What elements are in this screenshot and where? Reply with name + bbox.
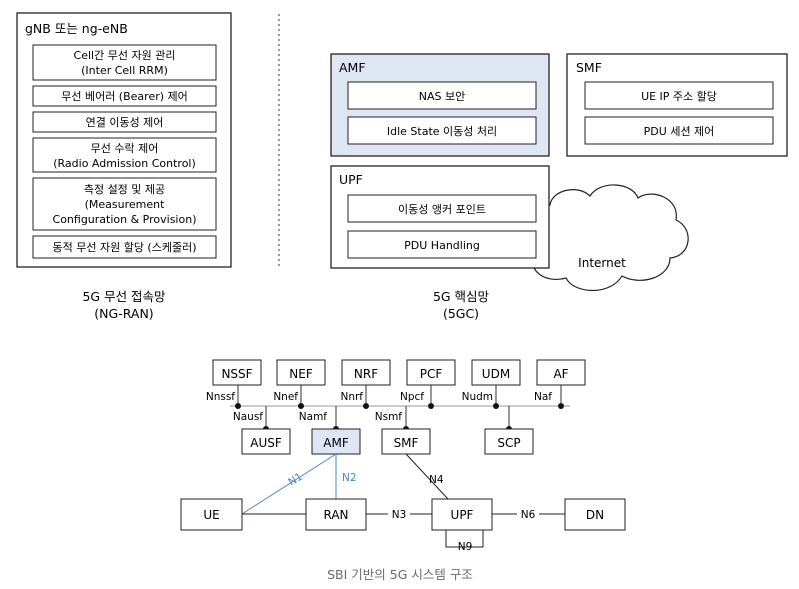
ran-function-3: 연결 이동성 제어 xyxy=(32,111,217,133)
nf-label: AF xyxy=(553,367,568,381)
ran-caption-line-2: (NG-RAN) xyxy=(94,306,153,321)
node-label: UE xyxy=(203,508,219,522)
ran-function-label: Configuration & Provision) xyxy=(53,213,197,226)
amf-function-idle-mobility: Idle State 이동성 처리 xyxy=(347,116,537,145)
n1-line xyxy=(241,453,337,515)
top-nf-connectors xyxy=(237,385,562,406)
amf-function-label: Idle State 이동성 처리 xyxy=(387,125,497,138)
upf-function-label: PDU Handling xyxy=(404,239,480,252)
node-ue: UE xyxy=(180,498,243,531)
n4-label: N4 xyxy=(429,474,444,486)
ran-function-label: (Radio Admission Control) xyxy=(53,157,196,170)
nf-scp: SCP xyxy=(484,428,534,455)
upf-function-pdu-handling: PDU Handling xyxy=(347,230,537,259)
n9-label: N9 xyxy=(458,541,473,553)
nf-label: NRF xyxy=(354,367,378,381)
figure-caption: SBI 기반의 5G 시스템 구조 xyxy=(327,567,473,582)
ran-function-label: 측정 설정 및 제공 xyxy=(84,183,165,196)
n4-line xyxy=(405,453,449,500)
ran-function-4: 무선 수락 제어 (Radio Admission Control) xyxy=(32,137,217,173)
ran-function-label: 무선 수락 제어 xyxy=(91,142,159,155)
interface-label: Nausf xyxy=(233,411,263,423)
top-connector-dots xyxy=(235,403,564,409)
nf-label: NSSF xyxy=(221,367,252,381)
n1-label: N1 xyxy=(286,471,305,489)
nf-ausf: AUSF xyxy=(241,428,291,455)
node-upf: UPF xyxy=(431,498,493,531)
nf-label: AUSF xyxy=(250,436,282,450)
node-label: RAN xyxy=(323,508,348,522)
nf-label: NEF xyxy=(289,367,313,381)
core-caption-line-1: 5G 핵심망 xyxy=(433,289,490,304)
interface-label: Nnef xyxy=(273,391,298,403)
upf-function-label: 이동성 앵커 포인트 xyxy=(398,203,486,216)
n9-loop xyxy=(445,530,484,548)
nf-nef: NEF xyxy=(276,359,326,386)
ran-function-5: 측정 설정 및 제공 (Measurement Configuration & … xyxy=(32,177,217,231)
nf-smf: SMF xyxy=(381,428,431,455)
ran-function-label: 연결 이동성 제어 xyxy=(86,116,164,129)
internet-label: Internet xyxy=(578,256,626,270)
nf-label: UDM xyxy=(482,367,510,381)
n3-label-bg xyxy=(388,507,410,521)
interface-label: Namf xyxy=(299,411,328,423)
node-dn: DN xyxy=(564,498,626,531)
nf-amf: AMF xyxy=(311,428,361,455)
nf-udm: UDM xyxy=(471,359,521,386)
interface-label: Nudm xyxy=(462,391,493,403)
amf-function-nas-security: NAS 보안 xyxy=(347,81,537,110)
amf-function-label: NAS 보안 xyxy=(419,90,465,103)
core-caption-line-2: (5GC) xyxy=(443,306,479,321)
smf-function-pdu-session: PDU 세션 제어 xyxy=(584,116,774,145)
ran-function-2: 무선 베어러 (Bearer) 제어 xyxy=(32,85,217,107)
node-label: UPF xyxy=(451,508,474,522)
interface-label: Naf xyxy=(534,391,552,403)
nf-label: AMF xyxy=(323,436,349,450)
bottom-nf-connectors xyxy=(265,406,510,429)
nf-nrf: NRF xyxy=(341,359,391,386)
interface-label: Nnrf xyxy=(340,391,363,403)
n3-label: N3 xyxy=(392,509,407,521)
interface-label: Nnssf xyxy=(206,391,235,403)
nf-label: PCF xyxy=(420,367,443,381)
interface-label: Npcf xyxy=(400,391,424,403)
n6-label: N6 xyxy=(521,509,536,521)
nf-label: SCP xyxy=(497,436,520,450)
upf-function-mobility-anchor: 이동성 앵커 포인트 xyxy=(347,194,537,223)
nf-pcf: PCF xyxy=(406,359,456,386)
nf-label: SMF xyxy=(394,436,419,450)
amf-panel-title: AMF xyxy=(339,60,366,75)
interface-label: Nsmf xyxy=(375,411,403,423)
ran-caption-line-1: 5G 무선 접속망 xyxy=(82,289,166,304)
ran-panel-title: gNB 또는 ng-eNB xyxy=(25,21,128,36)
smf-function-label: UE IP 주소 할당 xyxy=(641,90,717,103)
internet-cloud: Internet xyxy=(527,184,689,291)
nf-nssf: NSSF xyxy=(212,359,262,386)
ran-function-label: 동적 무선 자원 할당 (스케줄러) xyxy=(52,241,196,254)
ran-function-label: (Measurement xyxy=(85,198,165,211)
n6-label-bg xyxy=(517,507,539,521)
upf-panel-title: UPF xyxy=(339,172,363,187)
node-ran: RAN xyxy=(305,498,367,531)
ran-function-label: 무선 베어러 (Bearer) 제어 xyxy=(61,90,188,103)
ran-function-6: 동적 무선 자원 할당 (스케줄러) xyxy=(32,235,217,259)
smf-function-ue-ip: UE IP 주소 할당 xyxy=(584,81,774,110)
ran-function-label: Cell간 무선 자원 관리 xyxy=(74,49,176,62)
ran-function-label: (Inter Cell RRM) xyxy=(81,64,168,77)
smf-panel-title: SMF xyxy=(576,60,602,75)
ran-function-1: Cell간 무선 자원 관리 (Inter Cell RRM) xyxy=(32,44,217,81)
nf-af: AF xyxy=(536,359,586,386)
smf-function-label: PDU 세션 제어 xyxy=(644,125,715,138)
n2-label: N2 xyxy=(342,472,357,484)
node-label: DN xyxy=(586,508,604,522)
